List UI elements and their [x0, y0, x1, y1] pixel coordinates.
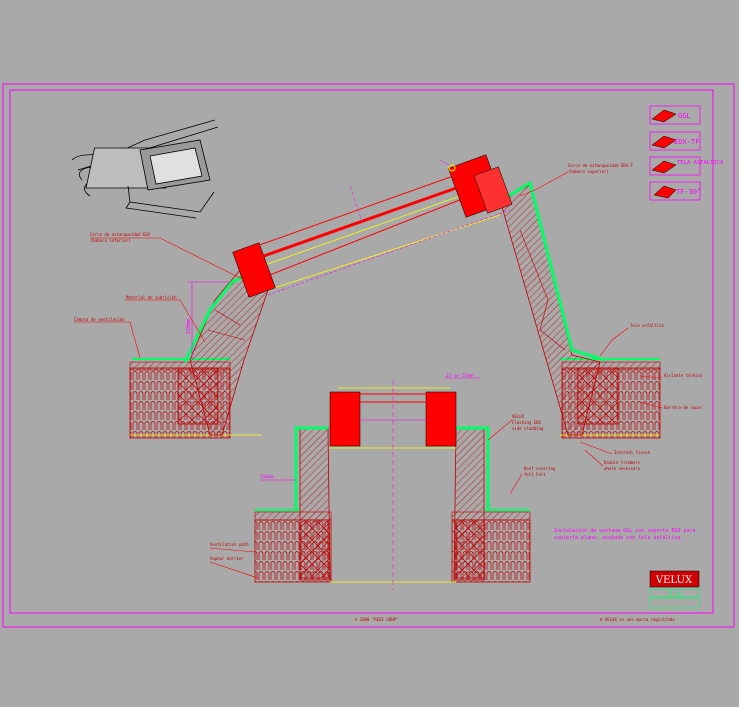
lower-left-upstand — [299, 427, 331, 581]
legend: GGL EDX-TF TELA ASFALTICA TF-30° — [649, 105, 724, 201]
note-ventilation-path: Ventilation path — [210, 542, 249, 547]
legend-item-tf-30: TF-30° — [649, 181, 701, 201]
dim-lower-label: 150mm — [260, 474, 274, 480]
brand-block: VELUX TF-30 — [649, 570, 700, 609]
footer-left: © 2000 "REDI GRUP" — [355, 617, 398, 622]
footer: © 2000 "REDI GRUP" ® VELUX es una marca … — [355, 617, 675, 622]
note-edx: Cerco de estanqueidad EDX — [90, 232, 151, 237]
left-upstand — [189, 269, 269, 436]
annotations: Cerco de estanqueidad EDX (babero inferi… — [74, 163, 703, 561]
note-internal-finish: Internal finish — [614, 450, 651, 455]
legend-label: TF-30° — [676, 188, 701, 196]
lower-section: 22 or 57mm 150mm — [254, 373, 531, 590]
legend-item-edx-tf: EDX-TF — [649, 131, 701, 151]
note-roof-covering: Roof covering — [524, 466, 556, 471]
drawing-frame-outer — [2, 83, 735, 628]
right-upstand — [499, 184, 601, 436]
note-aislante: Aislante térmico — [664, 373, 703, 378]
legend-label: EDX-TF — [674, 138, 699, 146]
note-where-necessary: where necessary — [604, 466, 641, 471]
note-edx-sub: (babero inferior) — [90, 238, 131, 243]
brand-sub: TF-30 — [666, 592, 681, 598]
legend-item-ggl: GGL — [649, 105, 701, 125]
note-barrera: Barrera de vapor — [664, 405, 703, 410]
brand-logo: VELUX — [655, 575, 693, 586]
note-edx-t-sub: (babero superior) — [568, 169, 609, 174]
leader-lines — [74, 171, 663, 579]
legend-item-tela-asfaltica: TELA ASFALTICA — [649, 156, 724, 176]
note-felt: felt Felt — [524, 472, 546, 477]
note-flashing: Flashing EDX — [512, 420, 541, 425]
roof-window-sash — [232, 154, 513, 298]
note-velux: VELUX — [512, 414, 525, 419]
note-double-trimmers: Double trimmers — [604, 460, 641, 465]
note-material: Material de cubrición — [126, 295, 177, 300]
legend-label: TELA ASFALTICA — [677, 160, 724, 166]
description-note-box: Instalación de ventana GGL con soporte E… — [554, 528, 696, 541]
dim-top-label: 22 or 57mm — [446, 373, 473, 379]
description-note: Instalación de ventana GGL con soporte E… — [554, 528, 696, 541]
note-edx-t: Cerco de estanqueidad EDX-T — [568, 163, 634, 168]
legend-label: GGL — [678, 112, 691, 120]
note-side-cladding: side cladding — [512, 426, 544, 431]
note-vapour-barrier: Vapour barrier — [210, 556, 244, 561]
note-camara: Cámara de ventilación — [74, 317, 125, 322]
upper-section: 150mm — [129, 154, 661, 439]
dim-upper-label: 150mm — [186, 319, 192, 334]
footer-right: ® VELUX es una marca registrada — [600, 617, 675, 622]
lower-right-upstand — [453, 427, 485, 581]
note-tela: Tela asfáltica — [630, 323, 664, 328]
drawing-frame-inner — [9, 89, 714, 614]
skylight-3d-sketch — [71, 119, 219, 219]
